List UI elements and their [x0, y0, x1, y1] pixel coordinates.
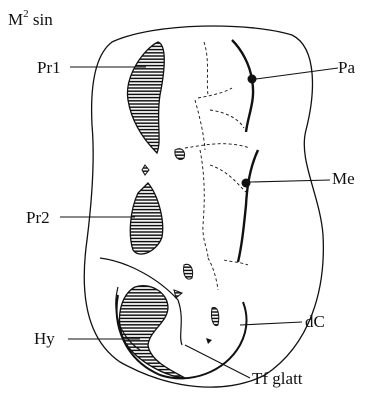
- label-pr2: Pr2: [26, 208, 50, 227]
- labial-crest: [232, 40, 258, 262]
- cusp-pa-dot: [248, 75, 257, 84]
- cusp-hy: [120, 286, 185, 378]
- enamel-islet: [184, 264, 193, 279]
- label-hy: Hy: [34, 329, 55, 348]
- cusp-pr1: [128, 42, 165, 153]
- enamel-islet: [206, 338, 212, 344]
- enamel-islet: [175, 149, 185, 160]
- label-pr1: Pr1: [37, 58, 61, 77]
- label-tf: Tf glatt: [252, 369, 303, 388]
- specimen-label: M2 sin: [8, 8, 53, 29]
- label-dc: dC: [305, 312, 325, 331]
- label-pa: Pa: [338, 58, 355, 77]
- cusp-me-dot: [242, 179, 251, 188]
- label-me: Me: [332, 169, 355, 188]
- enamel-islet: [142, 165, 149, 175]
- enamel-islet: [211, 307, 218, 325]
- cusp-pr2: [130, 183, 162, 254]
